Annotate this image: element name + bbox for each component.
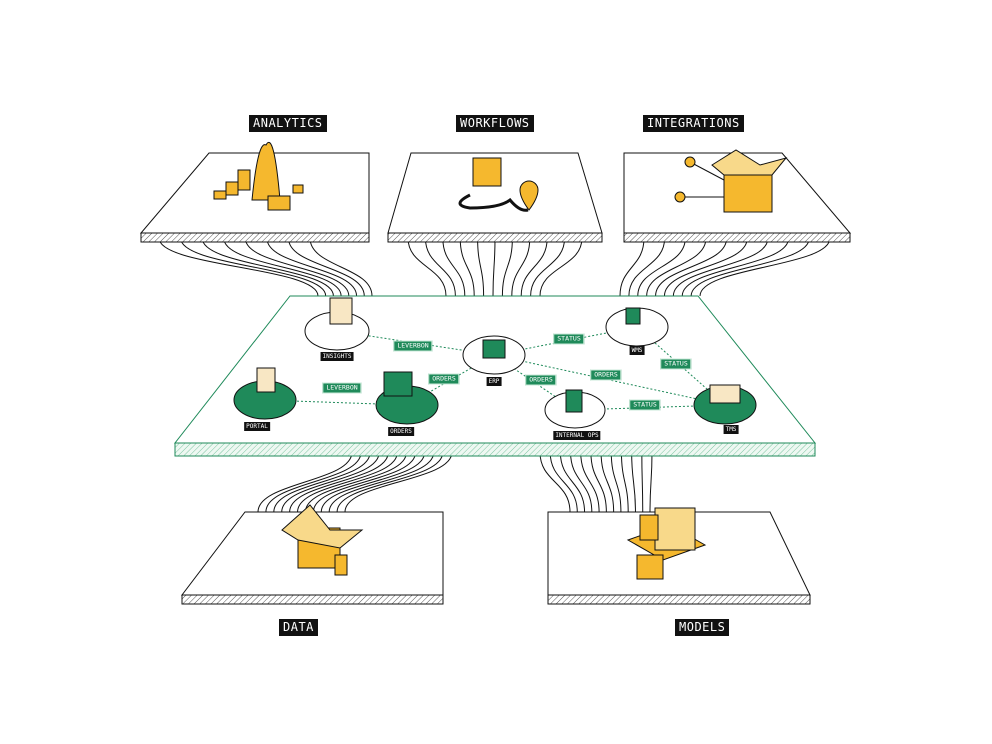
edge-label: STATUS bbox=[660, 358, 692, 370]
wire bbox=[539, 237, 583, 297]
wire bbox=[690, 237, 810, 297]
wire bbox=[672, 237, 769, 297]
forklift-icon bbox=[565, 389, 583, 413]
wire bbox=[442, 237, 466, 297]
wire bbox=[336, 451, 444, 513]
wire bbox=[287, 237, 365, 297]
node-label-tms: TMS bbox=[723, 425, 739, 434]
wire bbox=[273, 451, 371, 513]
wire bbox=[530, 237, 566, 297]
wire bbox=[309, 237, 373, 297]
wire bbox=[628, 237, 666, 297]
wire bbox=[539, 451, 571, 513]
workflow-box-pin-icon bbox=[458, 157, 539, 212]
wire bbox=[320, 451, 426, 513]
wire bbox=[580, 451, 600, 513]
models-pallet-boxes-icon bbox=[626, 507, 707, 580]
node-label-internal-ops: INTERNAL OPS bbox=[553, 431, 601, 440]
section-label-analytics: ANALYTICS bbox=[249, 115, 327, 132]
platform-data bbox=[180, 504, 444, 605]
wire bbox=[549, 451, 578, 513]
wire bbox=[158, 237, 319, 297]
laptop-icon bbox=[256, 367, 276, 393]
wire bbox=[223, 237, 342, 297]
wire bbox=[312, 451, 417, 513]
wire bbox=[289, 451, 389, 513]
node-label-portal: PORTAL bbox=[244, 422, 270, 431]
wire bbox=[655, 237, 728, 297]
edge-label: ORDERS bbox=[525, 374, 557, 386]
edge-line bbox=[493, 354, 726, 406]
section-label-data: DATA bbox=[279, 619, 318, 636]
wire bbox=[600, 451, 615, 513]
platform-models bbox=[547, 507, 811, 605]
wire bbox=[201, 237, 334, 297]
edge-label: STATUS bbox=[629, 399, 661, 411]
laptop-icon bbox=[329, 297, 353, 325]
wire bbox=[641, 451, 644, 513]
wire bbox=[304, 451, 408, 513]
wire bbox=[619, 237, 645, 297]
section-label-integrations: INTEGRATIONS bbox=[643, 115, 744, 132]
wire bbox=[257, 451, 353, 513]
wire bbox=[265, 451, 362, 513]
wire bbox=[266, 237, 358, 297]
wire bbox=[281, 451, 380, 513]
integrations-open-box-icon bbox=[674, 149, 788, 213]
truck-icon bbox=[709, 384, 741, 404]
wire bbox=[663, 237, 748, 297]
wire bbox=[477, 237, 485, 297]
wire bbox=[559, 451, 586, 513]
platform-workflows bbox=[387, 152, 603, 243]
wire bbox=[699, 237, 831, 297]
wire bbox=[646, 237, 707, 297]
wire bbox=[492, 237, 496, 297]
data-open-box-icon bbox=[281, 504, 364, 576]
analytics-chart-icon bbox=[213, 142, 304, 211]
wire bbox=[180, 237, 327, 297]
wire bbox=[328, 451, 435, 513]
node-label-orders: ORDERS bbox=[388, 427, 414, 436]
platform-analytics bbox=[139, 142, 370, 243]
wms-box-icon bbox=[625, 307, 641, 325]
wire bbox=[501, 237, 513, 297]
node-label-erp: ERP bbox=[486, 377, 502, 386]
wire bbox=[459, 237, 475, 297]
section-label-workflows: WORKFLOWS bbox=[456, 115, 534, 132]
wire bbox=[511, 237, 531, 297]
wire bbox=[610, 451, 622, 513]
wire bbox=[244, 237, 350, 297]
wire bbox=[570, 451, 593, 513]
platform-integrations bbox=[623, 149, 852, 243]
erp-stack-icon bbox=[482, 339, 506, 359]
wire bbox=[631, 451, 636, 513]
section-label-models: MODELS bbox=[675, 619, 730, 636]
wire bbox=[520, 237, 548, 297]
edge-label: LEVERBON bbox=[393, 340, 433, 352]
node-label-wms: WMS bbox=[629, 346, 645, 355]
edge-label: LEVERBON bbox=[322, 382, 362, 394]
wire bbox=[407, 237, 447, 297]
wire bbox=[424, 237, 456, 297]
wire bbox=[649, 451, 653, 513]
wire bbox=[637, 237, 686, 297]
wire bbox=[590, 451, 607, 513]
wire bbox=[681, 237, 790, 297]
edge-label: ORDERS bbox=[428, 373, 460, 385]
wire bbox=[344, 451, 453, 513]
edge-label: STATUS bbox=[553, 333, 585, 345]
node-shapes bbox=[233, 297, 757, 429]
edge-label: ORDERS bbox=[590, 369, 622, 381]
wire bbox=[297, 451, 398, 513]
node-label-insights: INSIGHTS bbox=[320, 352, 354, 361]
monitor-icon bbox=[383, 371, 413, 397]
wire bbox=[620, 451, 629, 513]
